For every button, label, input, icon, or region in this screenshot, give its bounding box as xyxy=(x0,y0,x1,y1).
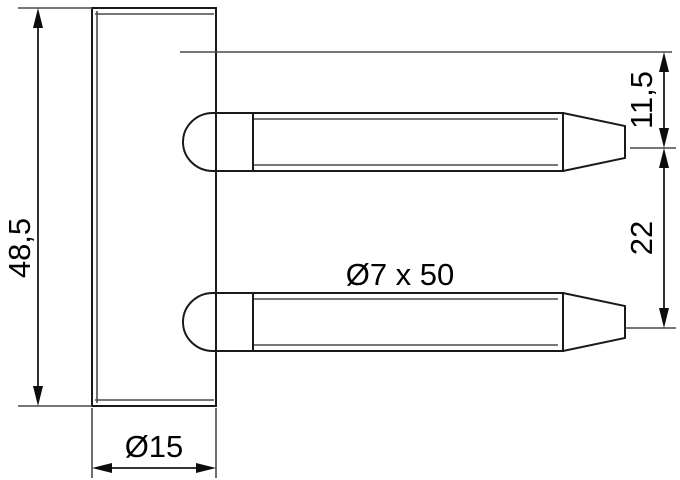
dim-arrow-48-5-top xyxy=(33,8,43,28)
dimension-plate-width: Ø15 xyxy=(92,429,216,473)
dimension-top-offset: 11,5 xyxy=(624,52,669,148)
upper-dowel-pin xyxy=(182,112,626,172)
lower-pin-rounded-head xyxy=(182,292,217,352)
dim-label-pin-spacing: 22 xyxy=(624,221,659,255)
dim-arrow-11-5-bottom xyxy=(659,128,669,148)
dim-label-top-offset: 11,5 xyxy=(624,71,659,129)
dim-arrow-d15-right xyxy=(196,463,216,473)
mounting-plate xyxy=(91,7,217,407)
dim-arrow-d15-left xyxy=(92,463,112,473)
dimension-overall-height: 48,5 xyxy=(2,8,43,406)
dim-label-plate-width: Ø15 xyxy=(125,429,184,464)
dimension-pin-spacing: 22 xyxy=(624,148,669,328)
dim-arrow-22-bottom xyxy=(659,308,669,328)
dim-label-overall-height: 48,5 xyxy=(2,218,37,278)
dim-arrow-48-5-bottom xyxy=(33,386,43,406)
dim-arrow-22-top xyxy=(659,148,669,168)
extension-lines xyxy=(18,7,676,478)
upper-pin-rounded-head xyxy=(182,112,217,172)
dim-arrow-11-5-top xyxy=(659,52,669,72)
callout-pin-spec: Ø7 x 50 xyxy=(346,257,455,292)
lower-dowel-pin xyxy=(182,292,626,352)
